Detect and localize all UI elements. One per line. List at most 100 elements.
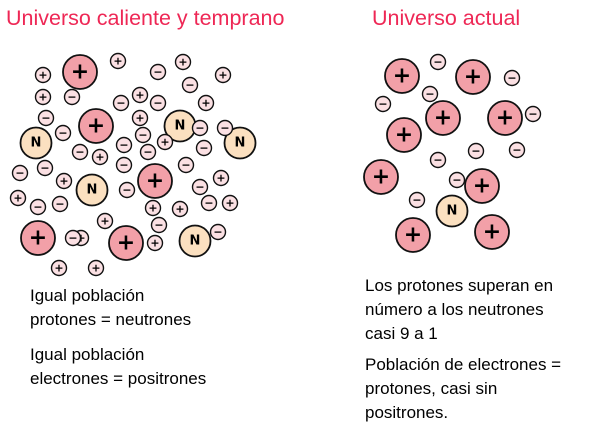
- electron-circle: [112, 94, 130, 112]
- electron-particle: −: [408, 191, 426, 209]
- proton-particle: +: [464, 168, 500, 204]
- electron-particle: −: [115, 156, 133, 174]
- electron-particle: −: [64, 229, 82, 247]
- proton-circle: [384, 58, 420, 94]
- proton-particle: +: [455, 59, 491, 95]
- positron-circle: [34, 66, 52, 84]
- electron-circle: [177, 156, 195, 174]
- positron-circle: [197, 94, 215, 112]
- caption-line: casi 9 a 1: [365, 324, 438, 343]
- electron-particle: −: [115, 136, 133, 154]
- positron-circle: [146, 234, 164, 252]
- electron-particle: −: [195, 139, 213, 157]
- positron-circle: [50, 259, 68, 277]
- electron-particle: −: [191, 119, 209, 137]
- current-universe-title: Universo actual: [372, 6, 521, 30]
- electron-symbol: −: [528, 108, 537, 121]
- electron-circle: [115, 156, 133, 174]
- proton-symbol: +: [404, 223, 422, 248]
- electron-particle: −: [467, 142, 485, 160]
- positron-particle: +: [50, 259, 68, 277]
- electron-circle: [54, 124, 72, 142]
- electron-particle: −: [448, 171, 466, 189]
- neutron-symbol: N: [87, 183, 98, 198]
- positron-particle: +: [34, 66, 52, 84]
- neutron-symbol: N: [235, 136, 246, 151]
- caption-line: Igual población: [30, 286, 145, 305]
- proton-circle: [78, 108, 114, 144]
- electron-circle: [408, 191, 426, 209]
- electron-circle: [448, 171, 466, 189]
- positron-particle: +: [156, 133, 174, 151]
- electron-particle: −: [51, 195, 69, 213]
- positron-circle: [109, 52, 127, 70]
- electron-circle: [195, 139, 213, 157]
- electron-particle: −: [191, 178, 209, 196]
- positron-symbol: +: [135, 112, 144, 125]
- electron-circle: [503, 69, 521, 87]
- positron-symbol: +: [38, 91, 47, 104]
- electron-symbol: −: [213, 226, 222, 239]
- electron-particle: −: [177, 156, 195, 174]
- electron-circle: [200, 194, 218, 212]
- positron-particle: +: [197, 94, 215, 112]
- proton-symbol: +: [117, 231, 135, 256]
- proton-circle: [386, 117, 422, 153]
- electron-symbol: −: [204, 197, 213, 210]
- electron-symbol: −: [471, 145, 480, 158]
- proton-particle: +: [137, 163, 173, 199]
- neutron-symbol: N: [31, 136, 42, 151]
- proton-symbol: +: [393, 64, 411, 89]
- proton-circle: [455, 59, 491, 95]
- positron-particle: +: [212, 169, 230, 187]
- electron-particle: −: [429, 151, 447, 169]
- electron-symbol: −: [153, 66, 162, 79]
- caption-line: protones, casi sin: [365, 379, 498, 398]
- positron-particle: +: [9, 189, 27, 207]
- positron-particle: +: [34, 88, 52, 106]
- positron-particle: +: [91, 148, 109, 166]
- electron-circle: [374, 95, 392, 113]
- electron-particle: −: [421, 85, 439, 103]
- electron-symbol: −: [378, 98, 387, 111]
- early-universe-caption-protons-neutrons: Igual población protones = neutrones: [30, 284, 191, 332]
- electron-particle: −: [37, 109, 55, 127]
- electron-symbol: −: [507, 72, 516, 85]
- electron-symbol: −: [58, 127, 67, 140]
- electron-particle: −: [216, 119, 234, 137]
- neutron-symbol: N: [447, 204, 458, 219]
- proton-symbol: +: [29, 226, 47, 251]
- positron-circle: [91, 148, 109, 166]
- current-universe-caption-ratio: Los protones superan en número a los neu…: [365, 274, 553, 346]
- positron-circle: [96, 212, 114, 230]
- proton-circle: [20, 220, 56, 256]
- electron-circle: [149, 63, 167, 81]
- electron-symbol: −: [75, 146, 84, 159]
- electron-circle: [524, 105, 542, 123]
- electron-particle: −: [181, 76, 199, 94]
- electron-symbol: −: [33, 201, 42, 214]
- electron-particle: −: [112, 94, 130, 112]
- positron-symbol: +: [160, 136, 169, 149]
- positron-symbol: +: [95, 151, 104, 164]
- positron-symbol: +: [100, 215, 109, 228]
- positron-particle: +: [174, 53, 192, 71]
- proton-symbol: +: [372, 165, 390, 190]
- positron-symbol: +: [175, 203, 184, 216]
- electron-symbol: −: [138, 129, 147, 142]
- electron-symbol: −: [185, 79, 194, 92]
- proton-symbol: +: [87, 114, 105, 139]
- electron-particle: −: [508, 141, 526, 159]
- electron-symbol: −: [153, 97, 162, 110]
- electron-symbol: −: [220, 122, 229, 135]
- electron-symbol: −: [199, 142, 208, 155]
- proton-particle: +: [386, 117, 422, 153]
- proton-particle: +: [487, 100, 523, 136]
- positron-symbol: +: [216, 172, 225, 185]
- positron-particle: +: [146, 234, 164, 252]
- positron-particle: +: [131, 109, 149, 127]
- positron-symbol: +: [13, 192, 22, 205]
- electron-symbol: −: [55, 198, 64, 211]
- positron-circle: [156, 133, 174, 151]
